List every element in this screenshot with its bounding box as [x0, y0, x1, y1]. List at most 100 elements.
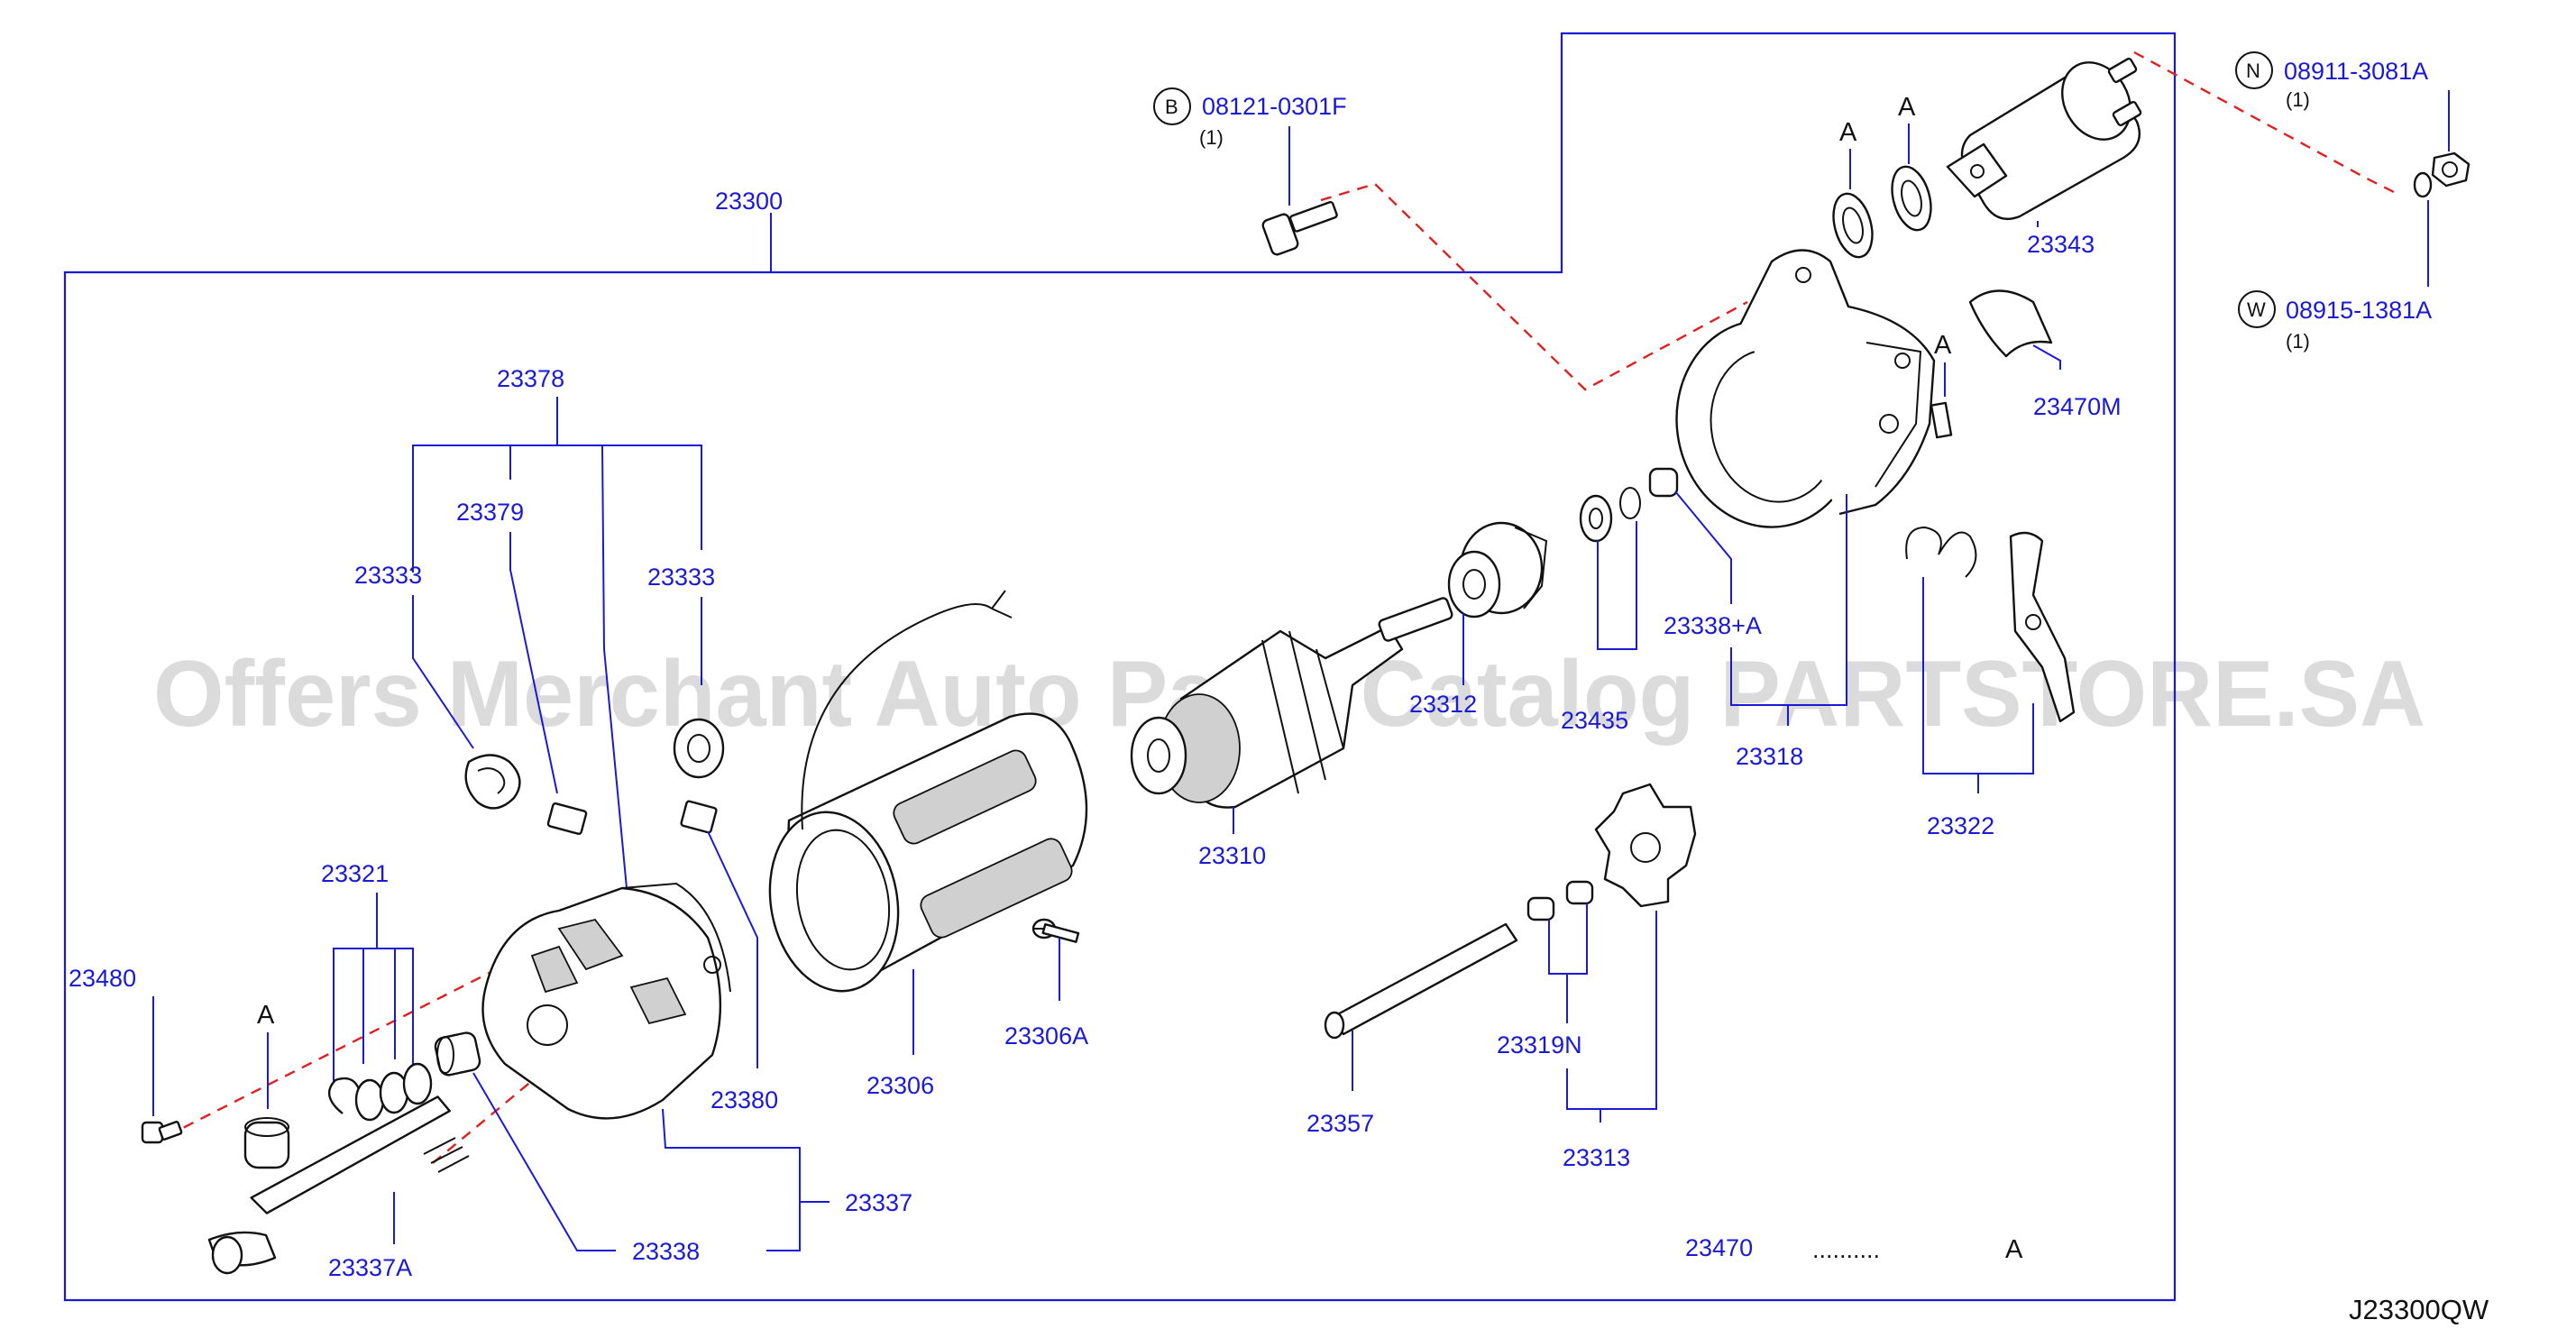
- part-23379-leader: [509, 532, 558, 794]
- part-23338a-label[interactable]: 23338+A: [1664, 612, 1762, 639]
- bolt-23480: [141, 1121, 183, 1144]
- part-23306a-label[interactable]: 23306A: [1004, 1022, 1088, 1049]
- gear-23313: [1594, 783, 1697, 908]
- part-23470m-label[interactable]: 23470M: [2033, 393, 2122, 420]
- fastener-n-qty: (1): [2286, 88, 2310, 111]
- fastener-b-badge: [1153, 87, 1191, 125]
- bushing-23338: [434, 1031, 481, 1077]
- part-23333b-label[interactable]: 23333: [647, 564, 715, 591]
- ring-23435: [1619, 487, 1641, 519]
- brush-spring-23333-a: [464, 754, 521, 810]
- fastener-w-letter: W: [2247, 298, 2266, 321]
- bushing-23338a: [1648, 467, 1679, 498]
- yoke-23306: [768, 590, 1088, 993]
- shim-a-2-hole: [1901, 179, 1922, 217]
- washer-23321-3: [402, 1062, 433, 1105]
- bushing-23319n-1: [1526, 896, 1555, 921]
- shim-a-3: [1930, 401, 1953, 439]
- clip-23321: [327, 1077, 362, 1114]
- part-23333a-leader: [412, 595, 474, 749]
- shim-a-1: [1832, 192, 1874, 259]
- through-bolt-23337a: [207, 1095, 470, 1275]
- part-23338-label[interactable]: 23338: [632, 1238, 700, 1265]
- brush-23380: [680, 800, 718, 834]
- cap-a: [243, 1117, 290, 1169]
- part-23435-label[interactable]: 23435: [1561, 707, 1628, 734]
- fastener-w-qty: (1): [2286, 330, 2310, 353]
- callout-a-3: A: [1934, 331, 1952, 360]
- part-23379-label[interactable]: 23379: [456, 499, 524, 526]
- part-23470m-leader: [2032, 344, 2061, 370]
- shim-a-2: [1891, 165, 1932, 232]
- bolt-alignment-line: [1320, 182, 1748, 391]
- part-23337a-label[interactable]: 23337A: [328, 1254, 412, 1281]
- part-23380-label[interactable]: 23380: [710, 1086, 778, 1113]
- washer-08915: [2413, 171, 2433, 198]
- part-23380-leader: [707, 830, 758, 1068]
- pinion-23312: [1447, 521, 1548, 619]
- diagram-code: J23300QW: [2349, 1294, 2489, 1325]
- part-23319n-label[interactable]: 23319N: [1497, 1031, 1582, 1058]
- callout-a-4: A: [257, 1001, 275, 1030]
- part-23313-bracket: [1566, 911, 1657, 1110]
- fastener-n-badge: [2235, 51, 2273, 89]
- lever-23322-pivot: [2025, 614, 2041, 630]
- part-23322-label[interactable]: 23322: [1927, 812, 1994, 839]
- brush-holder-plate: [481, 882, 731, 1120]
- lever-23322: [2009, 531, 2076, 723]
- part-23378-bracket: [412, 444, 702, 573]
- cover-23470m: [1968, 289, 2053, 358]
- shim-a-1-hole: [1842, 206, 1864, 244]
- legend-part-number[interactable]: 23470: [1685, 1234, 1753, 1261]
- part-23321-label[interactable]: 23321: [321, 860, 389, 887]
- solenoid-23343: [1946, 57, 2142, 221]
- gear-housing-23318: [1675, 249, 1936, 528]
- part-23318-label[interactable]: 23318: [1736, 743, 1803, 770]
- legend-dots: ..........: [1812, 1236, 1880, 1263]
- bushing-23319n-2: [1565, 880, 1594, 905]
- fastener-b-letter: B: [1165, 96, 1178, 118]
- part-23313-label[interactable]: 23313: [1563, 1144, 1630, 1171]
- callout-a-1: A: [1839, 118, 1857, 147]
- bearing-23435-hole: [1589, 508, 1603, 529]
- fastener-n-code[interactable]: 08911-3081A: [2284, 58, 2428, 85]
- part-23378-label[interactable]: 23378: [497, 365, 564, 392]
- fastener-w-code[interactable]: 08915-1381A: [2286, 297, 2432, 324]
- part-23337-label[interactable]: 23337: [845, 1189, 912, 1216]
- part-23480-label[interactable]: 23480: [69, 965, 136, 992]
- through-bolt-alignment-line: [166, 945, 542, 1138]
- part-23357-label[interactable]: 23357: [1306, 1110, 1374, 1137]
- part-23300-label[interactable]: 23300: [715, 188, 783, 215]
- brush-23379: [546, 802, 588, 836]
- part-23338-leader: [472, 1072, 616, 1251]
- part-23338a-leader: [1674, 490, 1732, 604]
- spring-23322: [1905, 526, 1977, 578]
- part-23343-label[interactable]: 23343: [2027, 231, 2095, 258]
- fastener-w-badge: [2238, 290, 2276, 328]
- bearing-23435: [1579, 494, 1613, 543]
- part-23337-bracket: [662, 1108, 801, 1251]
- fastener-b-code[interactable]: 08121-0301F: [1202, 93, 1347, 120]
- fastener-n-letter: N: [2246, 60, 2260, 82]
- part-23310-label[interactable]: 23310: [1198, 842, 1266, 869]
- legend-letter: A: [2005, 1235, 2023, 1264]
- part-23312-label[interactable]: 23312: [1409, 691, 1477, 718]
- part-23319n-bracket: [1548, 903, 1588, 975]
- shaft-23357: [1324, 922, 1518, 1040]
- brush-spring-23333-b: [673, 718, 725, 779]
- part-23378-branch-2: [601, 444, 628, 889]
- nut-alignment-line: [2133, 50, 2395, 194]
- part-23321-bracket: [333, 948, 414, 1082]
- callout-a-2: A: [1898, 93, 1916, 122]
- fastener-b-qty: (1): [1199, 126, 1224, 149]
- bolt-08121: [1261, 200, 1338, 256]
- part-23333a-label[interactable]: 23333: [354, 562, 422, 589]
- washer-23321-1: [354, 1078, 385, 1122]
- nut-08911: [2431, 151, 2471, 188]
- armature-23310: [1130, 597, 1453, 809]
- screw-23306a: [1031, 918, 1080, 943]
- part-23306-label[interactable]: 23306: [866, 1072, 934, 1099]
- assembly-frame: [63, 32, 2177, 1302]
- part-23435-leader: [1597, 521, 1637, 650]
